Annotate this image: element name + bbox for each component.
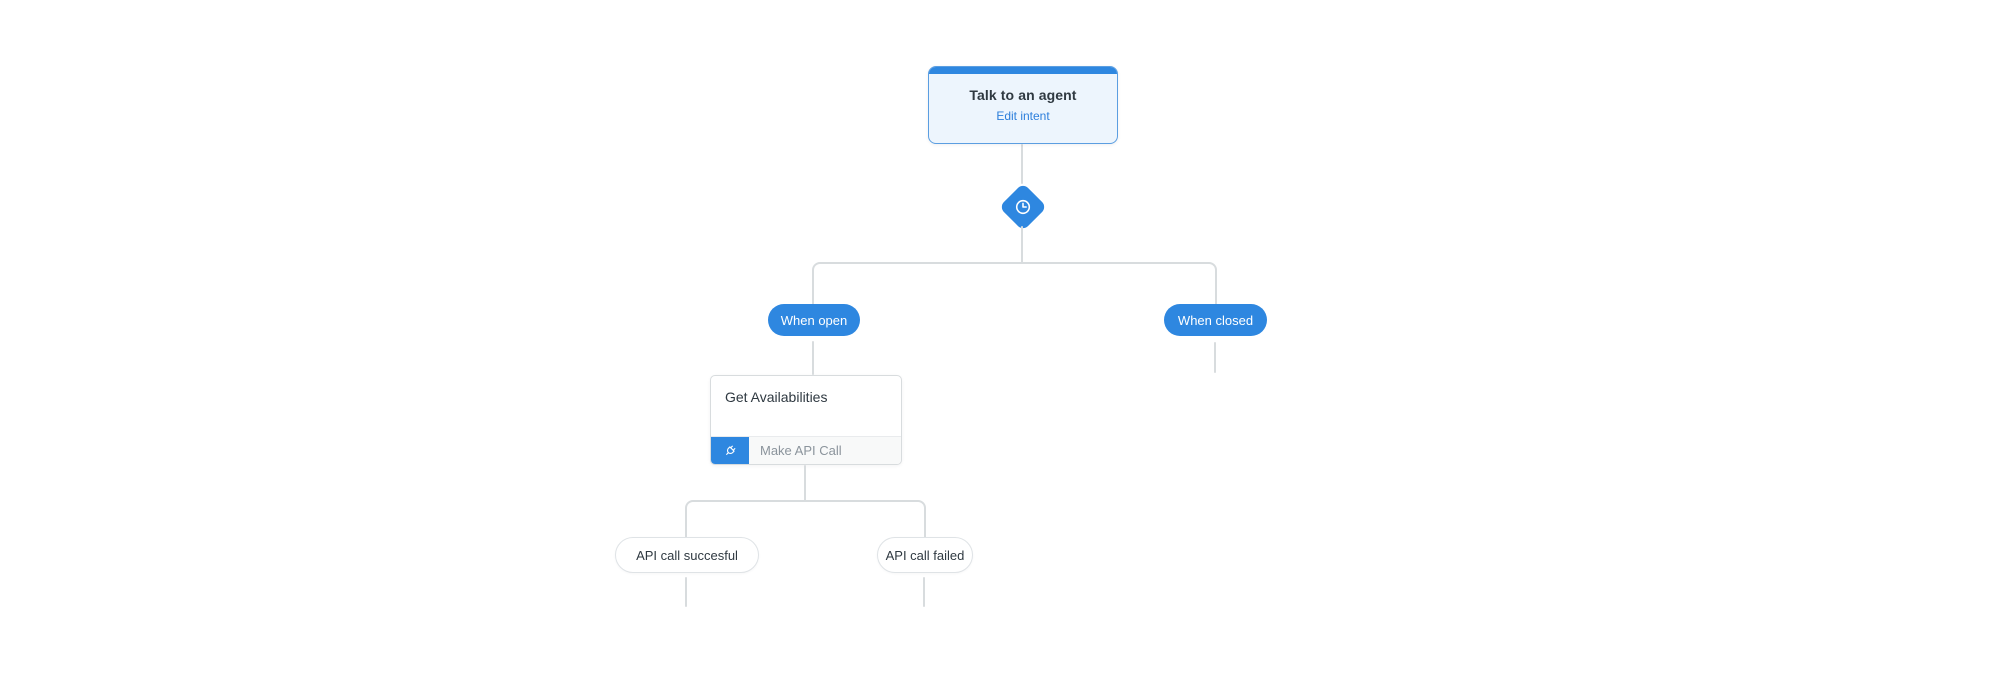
schedule-branch-connector: [812, 262, 1217, 305]
connector-when-closed-stub: [1214, 342, 1216, 373]
connector-api-failed-stub: [923, 577, 925, 607]
branch-when-open[interactable]: When open: [768, 304, 860, 336]
api-step-title: Get Availabilities: [725, 389, 828, 405]
api-branch-connector: [685, 500, 926, 538]
connector-api-to-outcomes: [804, 465, 806, 501]
branch-api-success[interactable]: API call succesful: [615, 537, 759, 573]
branch-when-closed[interactable]: When closed: [1164, 304, 1267, 336]
clock-icon: [1014, 198, 1032, 216]
branch-api-failed[interactable]: API call failed: [877, 537, 973, 573]
plug-icon: [711, 437, 749, 464]
branch-when-closed-label: When closed: [1177, 312, 1254, 328]
intent-node-title: Talk to an agent: [969, 87, 1077, 103]
branch-api-success-label: API call succesful: [636, 547, 738, 563]
api-action-label: Make API Call: [760, 443, 842, 458]
edit-intent-link[interactable]: Edit intent: [996, 109, 1050, 123]
intent-node[interactable]: Talk to an agent Edit intent: [928, 66, 1118, 144]
branch-when-open-label: When open: [780, 312, 848, 328]
connector-when-open-to-api: [812, 341, 814, 375]
intent-node-accent-bar: [929, 67, 1117, 74]
connector-intent-to-schedule: [1021, 144, 1023, 184]
connector-api-success-stub: [685, 577, 687, 607]
schedule-condition-node[interactable]: [998, 182, 1048, 232]
api-action-row[interactable]: Make API Call: [711, 436, 901, 464]
connector-schedule-to-branch: [1021, 226, 1023, 263]
branch-api-failed-label: API call failed: [885, 547, 965, 563]
api-step-node[interactable]: Get Availabilities Make API Call: [710, 375, 902, 465]
